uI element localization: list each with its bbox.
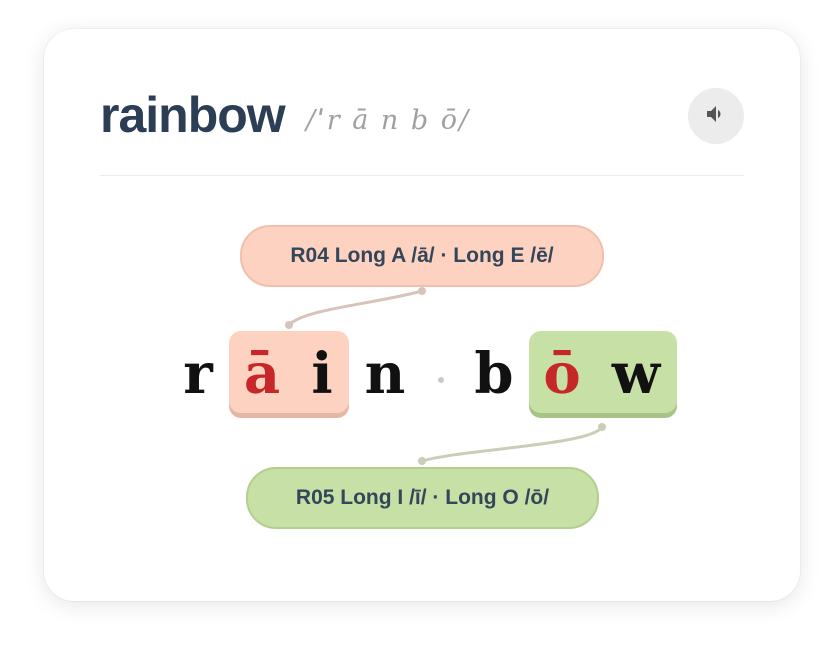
letter-n: n xyxy=(364,341,406,407)
letter-a: ā xyxy=(243,341,281,407)
connector-top xyxy=(287,289,423,327)
word-card: rainbow /ˈr ā n b ō/ R04 Long A /ā/ · Lo… xyxy=(44,29,800,601)
letter-b: b xyxy=(474,341,514,407)
vowel-team-ai[interactable] xyxy=(229,331,349,413)
letter-r: r xyxy=(183,341,213,407)
speaker-icon xyxy=(704,102,728,131)
letter-w: w xyxy=(611,341,661,407)
connector-top-end xyxy=(418,287,426,295)
connector-top-start xyxy=(285,321,293,329)
letter-o: ō xyxy=(543,341,581,407)
word-title: rainbow xyxy=(100,87,286,143)
divider xyxy=(100,175,744,176)
vowel-team-ow[interactable] xyxy=(529,331,677,413)
letter-i: i xyxy=(311,341,333,407)
connector-bottom-end xyxy=(598,423,606,431)
connector-bottom xyxy=(421,425,604,463)
play-audio-button[interactable] xyxy=(688,88,744,144)
connector-bottom-start xyxy=(418,457,426,465)
rule-pill-r04[interactable]: R04 Long A /ā/ · Long E /ē/ xyxy=(240,225,604,287)
rule-pill-r05[interactable]: R05 Long I /ī/ · Long O /ō/ xyxy=(246,467,599,529)
pronunciation: /ˈr ā n b ō/ xyxy=(306,105,471,136)
syllable-separator xyxy=(438,377,444,383)
letter-breakdown: r ā i n b ō w xyxy=(44,331,800,417)
